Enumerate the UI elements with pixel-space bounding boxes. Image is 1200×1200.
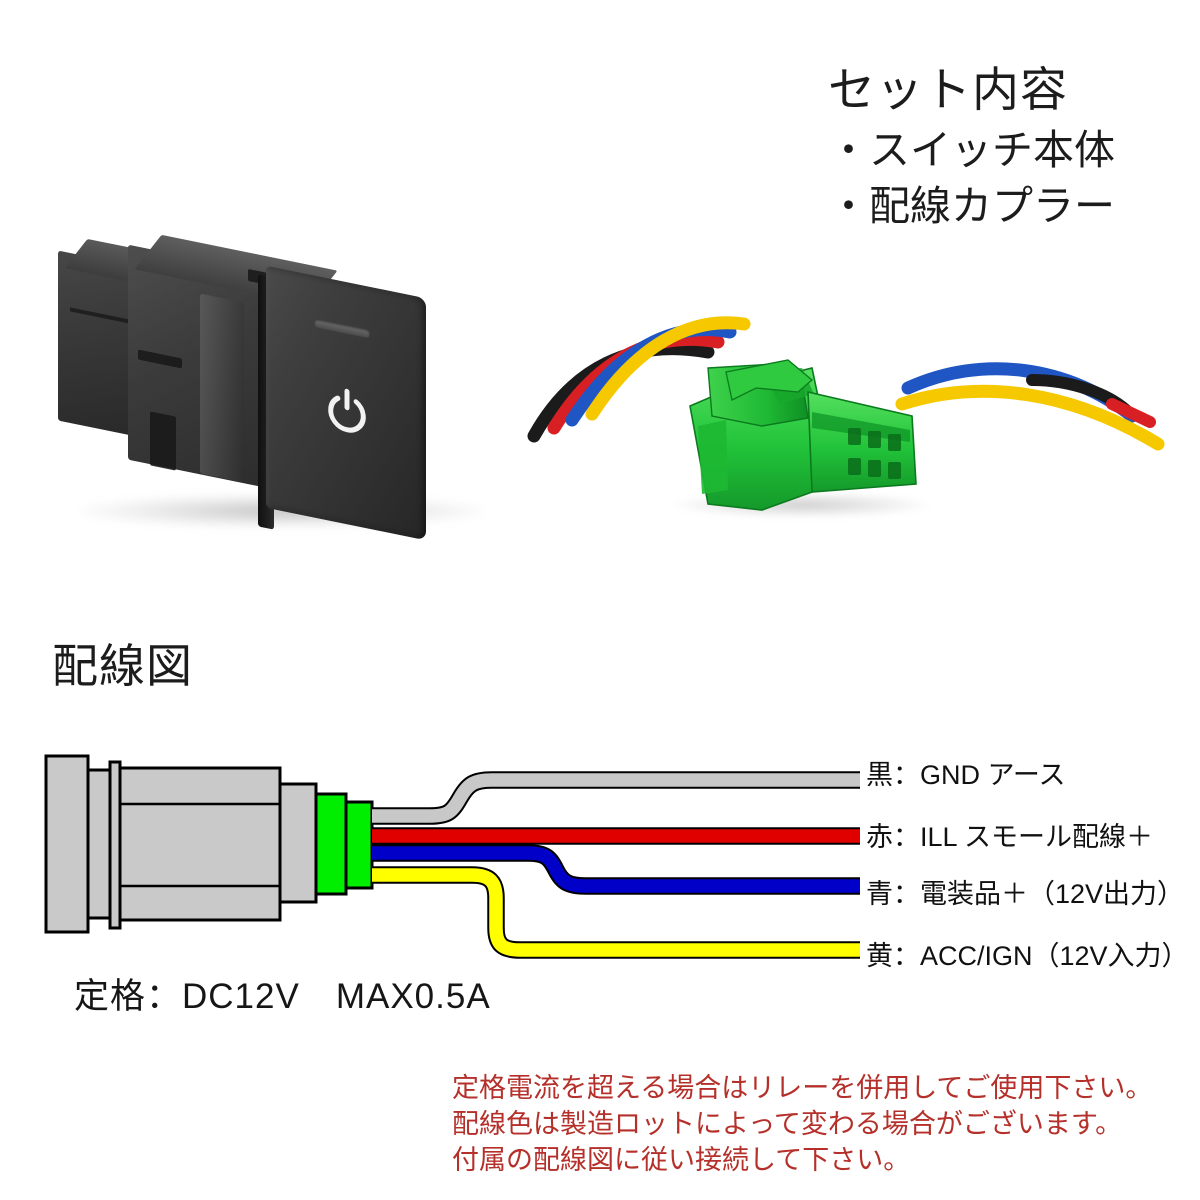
wiring-coupler-photo — [512, 276, 1188, 544]
set-contents-block: セット内容 ・スイッチ本体 ・配線カプラー — [828, 62, 1188, 235]
caution-note-0: 定格電流を超える場合はリレーを併用してご使用下さい。 — [452, 1073, 1153, 1103]
bullet-icon: ・ — [828, 183, 869, 230]
diagram-switch-seams — [120, 802, 280, 888]
diagram-wire-yellow — [372, 868, 860, 957]
switch-render — [52, 234, 522, 558]
wiring-diagram-title: 配線図 — [52, 640, 193, 692]
caution-notes: 定格電流を超える場合はリレーを併用してご使用下さい。 配線色は製造ロットによって… — [452, 1070, 1192, 1179]
rating-spec: 定格：DC12V MAX0.5A — [74, 977, 491, 1016]
green-connector — [689, 359, 917, 511]
wire-yellow — [585, 316, 751, 421]
push-switch-photo — [52, 234, 522, 558]
wire-red-tail — [1106, 398, 1156, 428]
diagram-wire-black — [372, 773, 860, 823]
set-contents-list: ・スイッチ本体 ・配線カプラー — [828, 123, 1188, 235]
switch-latch-tab — [150, 411, 176, 471]
harness-render — [527, 316, 1165, 511]
switch-retaining-clip — [200, 293, 244, 483]
wire-label-yellow: 黄：ACC/IGN（12V入力） — [866, 941, 1189, 971]
wire-legend: 黒：GND アース 赤：ILL スモール配線＋ 青：電装品＋（12V出力） 黄：… — [866, 740, 1200, 980]
connector-latch — [725, 359, 814, 401]
bullet-icon: ・ — [828, 127, 869, 174]
diagram-coupler-inner — [344, 800, 374, 890]
caution-note-2: 付属の配線図に従い接続して下さい。 — [452, 1145, 911, 1176]
wire-yellow-tail — [895, 384, 1165, 451]
set-contents-item-1-label: 配線カプラー — [869, 183, 1115, 230]
set-contents-title: セット内容 — [828, 63, 1068, 116]
power-icon — [324, 383, 370, 438]
set-contents-item-0-label: スイッチ本体 — [869, 127, 1115, 174]
wiring-diagram-graphic — [44, 754, 860, 959]
wire-label-black: 黒：GND アース — [866, 760, 1066, 790]
diagram-coupler-outer — [314, 792, 348, 896]
diagram-wire-blue — [372, 846, 860, 893]
set-contents-item-1: ・配線カプラー — [828, 179, 1188, 235]
diagram-switch-body — [44, 754, 318, 934]
wire-label-red: 赤：ILL スモール配線＋ — [866, 822, 1154, 852]
caution-note-1: 配線色は製造ロットによって変わる場合がございます。 — [452, 1109, 1123, 1140]
set-contents-item-0: ・スイッチ本体 — [828, 123, 1188, 179]
wire-label-blue: 青：電装品＋（12V出力） — [866, 879, 1185, 909]
